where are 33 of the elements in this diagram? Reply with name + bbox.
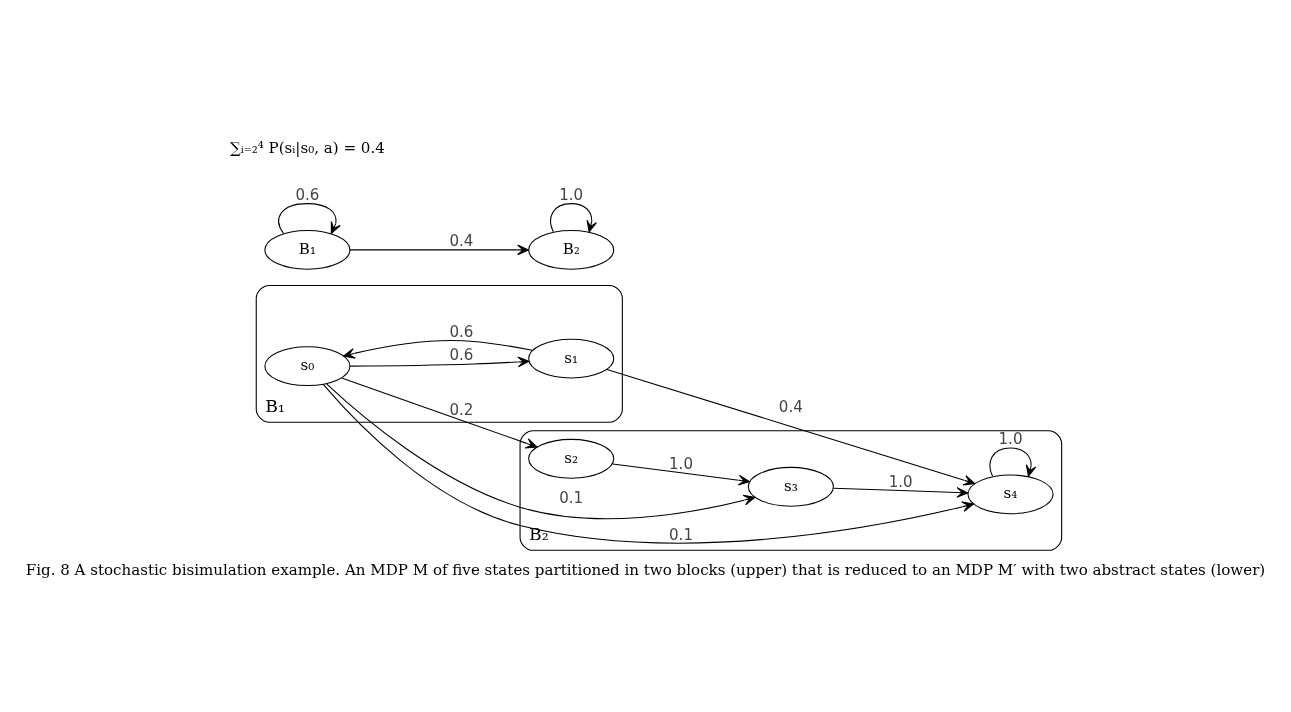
edge-label: 0.1 xyxy=(559,488,584,507)
edge-label: 0.2 xyxy=(449,400,474,419)
arrow xyxy=(278,202,341,234)
node-ellipse: s₂ xyxy=(528,438,615,479)
node-ellipse: s₁ xyxy=(528,338,615,379)
arrow xyxy=(349,356,530,367)
label: ∑ᵢ₌₂⁴ P(sᵢ|s₀, a) = 0.4 xyxy=(230,138,385,157)
arrow xyxy=(343,339,533,359)
arrow xyxy=(989,446,1037,477)
edge-label: 0.4 xyxy=(449,231,474,250)
edge-label: 0.1 xyxy=(669,525,694,544)
arrow xyxy=(325,382,756,519)
arrow xyxy=(341,376,538,449)
node-ellipse: B₂ xyxy=(528,229,615,270)
node-ellipse: s₃ xyxy=(747,466,834,507)
caption: Fig. 8 A stochastic bisimulation example. An MDP M of five states partitioned in two blocks (upper) that is reduced to an MDP M′ with two abstract states (lower) xyxy=(25,560,1266,579)
node-ellipse: s₄ xyxy=(967,473,1054,514)
arrow xyxy=(606,368,976,486)
edge-label: 1.0 xyxy=(888,472,913,491)
edge-label: 0.6 xyxy=(295,185,320,204)
arrow xyxy=(550,202,597,232)
arrow xyxy=(322,383,974,544)
edge-label: 1.0 xyxy=(669,454,694,473)
edge-label: 0.6 xyxy=(449,345,474,364)
edge-label: 1.0 xyxy=(559,185,584,204)
node-ellipse: B₁ xyxy=(264,229,351,270)
arrow xyxy=(612,462,751,486)
arrow xyxy=(832,486,969,498)
node-ellipse: s₀ xyxy=(264,345,351,386)
edge-label: 0.4 xyxy=(778,397,803,416)
edge-label: 0.6 xyxy=(449,322,474,341)
arrow xyxy=(349,244,529,255)
edge-label: 1.0 xyxy=(998,429,1023,448)
